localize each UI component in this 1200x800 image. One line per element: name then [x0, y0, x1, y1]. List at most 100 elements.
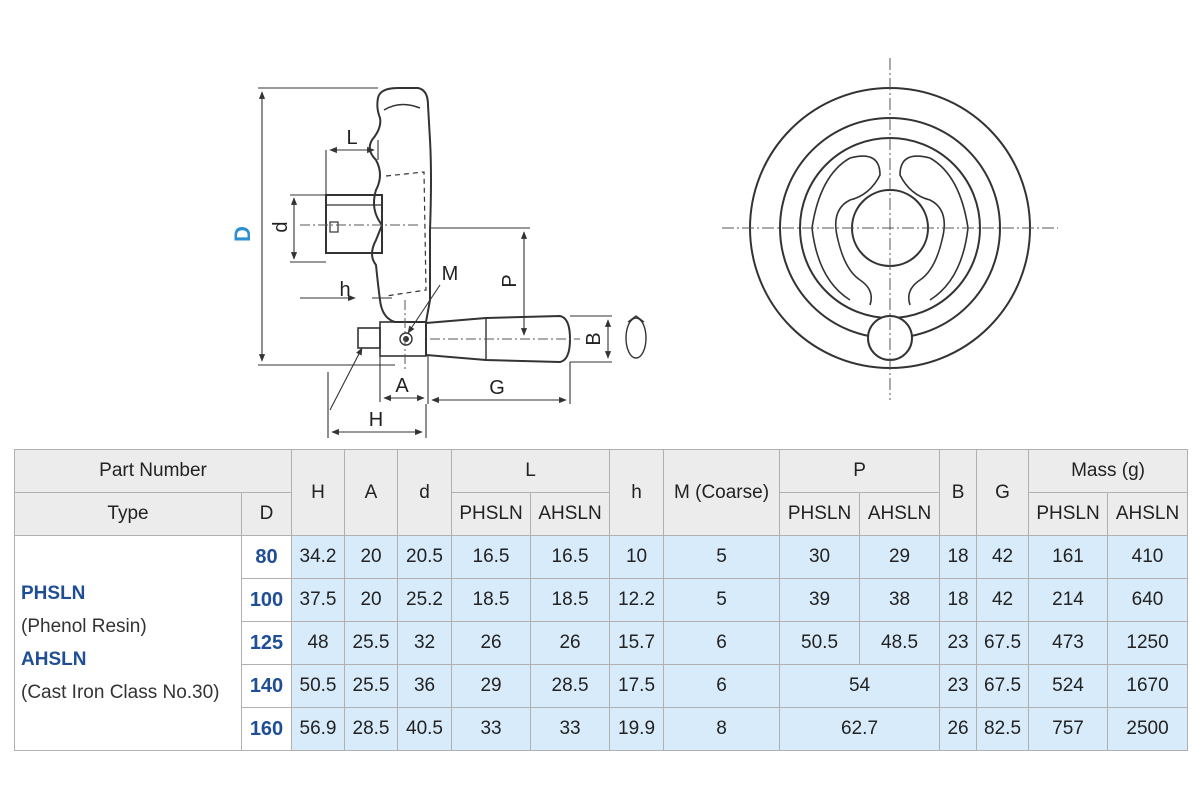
cell-mass-phsln: 524 [1028, 664, 1109, 708]
cell-H: 48 [291, 621, 346, 665]
cell-B: 23 [939, 664, 978, 708]
cell-mass-phsln: 161 [1028, 535, 1109, 579]
cell-G: 42 [976, 578, 1030, 622]
dim-label-d: d [270, 221, 292, 232]
cell-B: 18 [939, 578, 978, 622]
cell-h: 15.7 [609, 621, 665, 665]
col-A: A [344, 449, 399, 536]
type-name-ahsln: AHSLN [21, 649, 87, 670]
col-h: h [609, 449, 665, 536]
cell-d: 40.5 [397, 707, 453, 751]
table-row: 100 37.5 20 25.2 18.5 18.5 12.2 5 39 38 … [15, 578, 1189, 622]
type-name-phsln: PHSLN [21, 583, 86, 604]
cell-P-phsln: 39 [779, 578, 861, 622]
cell-B: 23 [939, 621, 978, 665]
cell-L-ahsln: 18.5 [530, 578, 611, 622]
cell-mass-ahsln: 2500 [1107, 707, 1189, 751]
table-row: 125 48 25.5 32 26 26 15.7 6 50.5 48.5 23… [15, 621, 1189, 665]
cell-H: 34.2 [291, 535, 346, 579]
cell-P-ahsln: 38 [859, 578, 941, 622]
cell-d: 25.2 [397, 578, 453, 622]
header-row-1: Part Number H A d L h M (Coarse) P B G M… [13, 449, 1189, 536]
cell-G: 42 [976, 535, 1030, 579]
col-P-ahsln: AHSLN [859, 492, 941, 536]
cell-D: 125 [240, 621, 293, 665]
rotation-symbol [625, 315, 647, 359]
cell-h: 17.5 [609, 664, 665, 708]
dim-label-M: M [442, 263, 459, 285]
col-L: L [451, 449, 611, 493]
dim-label-H: H [369, 409, 383, 431]
type-desc-phsln: (Phenol Resin) [21, 616, 147, 637]
cell-B: 18 [939, 535, 978, 579]
dim-label-L: L [346, 127, 357, 149]
cell-D: 100 [240, 578, 293, 622]
cell-P-phsln: 30 [779, 535, 861, 579]
cell-mass-ahsln: 410 [1107, 535, 1189, 579]
cell-P-ahsln: 29 [859, 535, 941, 579]
cell-h: 10 [609, 535, 665, 579]
cell-d: 36 [397, 664, 453, 708]
cell-P-ahsln: 48.5 [859, 621, 941, 665]
cell-L-ahsln: 28.5 [530, 664, 611, 708]
cell-mass-phsln: 214 [1028, 578, 1109, 622]
cell-B: 26 [939, 707, 978, 751]
cell-P-merged: 54 [779, 664, 941, 708]
cell-L-ahsln: 26 [530, 621, 611, 665]
dim-label-B: B [583, 332, 605, 345]
type-cell: PHSLN (Phenol Resin) AHSLN (Cast Iron Cl… [14, 535, 242, 751]
dim-label-G: G [489, 377, 505, 399]
cell-A: 25.5 [344, 621, 399, 665]
col-H: H [291, 449, 346, 536]
cell-mass-ahsln: 1250 [1107, 621, 1189, 665]
header-row-2: Type D PHSLN AHSLN PHSLN AHSLN PHSLN AHS… [14, 492, 1189, 536]
cell-G: 67.5 [976, 664, 1030, 708]
wheel-profile [368, 87, 432, 323]
dim-label-h: h [339, 279, 350, 301]
cell-L-phsln: 29 [451, 664, 532, 708]
cell-d: 32 [397, 621, 453, 665]
col-P-phsln: PHSLN [779, 492, 861, 536]
type-desc-ahsln: (Cast Iron Class No.30) [21, 682, 220, 703]
cell-H: 56.9 [291, 707, 346, 751]
cell-M: 5 [663, 578, 781, 622]
cell-h: 12.2 [609, 578, 665, 622]
cell-M: 5 [663, 535, 781, 579]
col-type: Type [14, 492, 242, 536]
table-row: PHSLN (Phenol Resin) AHSLN (Cast Iron Cl… [14, 535, 1189, 751]
cell-M: 8 [663, 707, 781, 751]
cell-H: 37.5 [291, 578, 346, 622]
col-G: G [976, 449, 1030, 536]
cell-L-phsln: 33 [451, 707, 532, 751]
cell-L-phsln: 18.5 [451, 578, 532, 622]
cell-A: 20 [344, 535, 399, 579]
cell-D: 140 [240, 664, 293, 708]
cell-P-merged: 62.7 [779, 707, 941, 751]
cell-A: 25.5 [344, 664, 399, 708]
cell-M: 6 [663, 621, 781, 665]
dim-label-A: A [395, 375, 409, 397]
col-B: B [939, 449, 978, 536]
cell-G: 67.5 [976, 621, 1030, 665]
col-mass-ahsln: AHSLN [1107, 492, 1189, 536]
col-mass: Mass (g) [1028, 449, 1189, 493]
dim-label-D: D [230, 226, 255, 242]
cell-mass-ahsln: 640 [1107, 578, 1189, 622]
cell-mass-ahsln: 1670 [1107, 664, 1189, 708]
col-d: d [397, 449, 453, 536]
col-L-ahsln: AHSLN [530, 492, 611, 536]
cell-H: 50.5 [291, 664, 346, 708]
hub [325, 194, 383, 254]
cell-D: 80 [240, 535, 293, 579]
cell-M: 6 [663, 664, 781, 708]
col-L-phsln: PHSLN [451, 492, 532, 536]
cell-L-phsln: 26 [451, 621, 532, 665]
cell-L-ahsln: 33 [530, 707, 611, 751]
cell-mass-phsln: 757 [1028, 707, 1109, 751]
cell-D: 160 [240, 707, 293, 751]
cell-mass-phsln: 473 [1028, 621, 1109, 665]
cell-L-phsln: 16.5 [451, 535, 532, 579]
cell-A: 20 [344, 578, 399, 622]
col-mass-phsln: PHSLN [1028, 492, 1109, 536]
cell-h: 19.9 [609, 707, 665, 751]
